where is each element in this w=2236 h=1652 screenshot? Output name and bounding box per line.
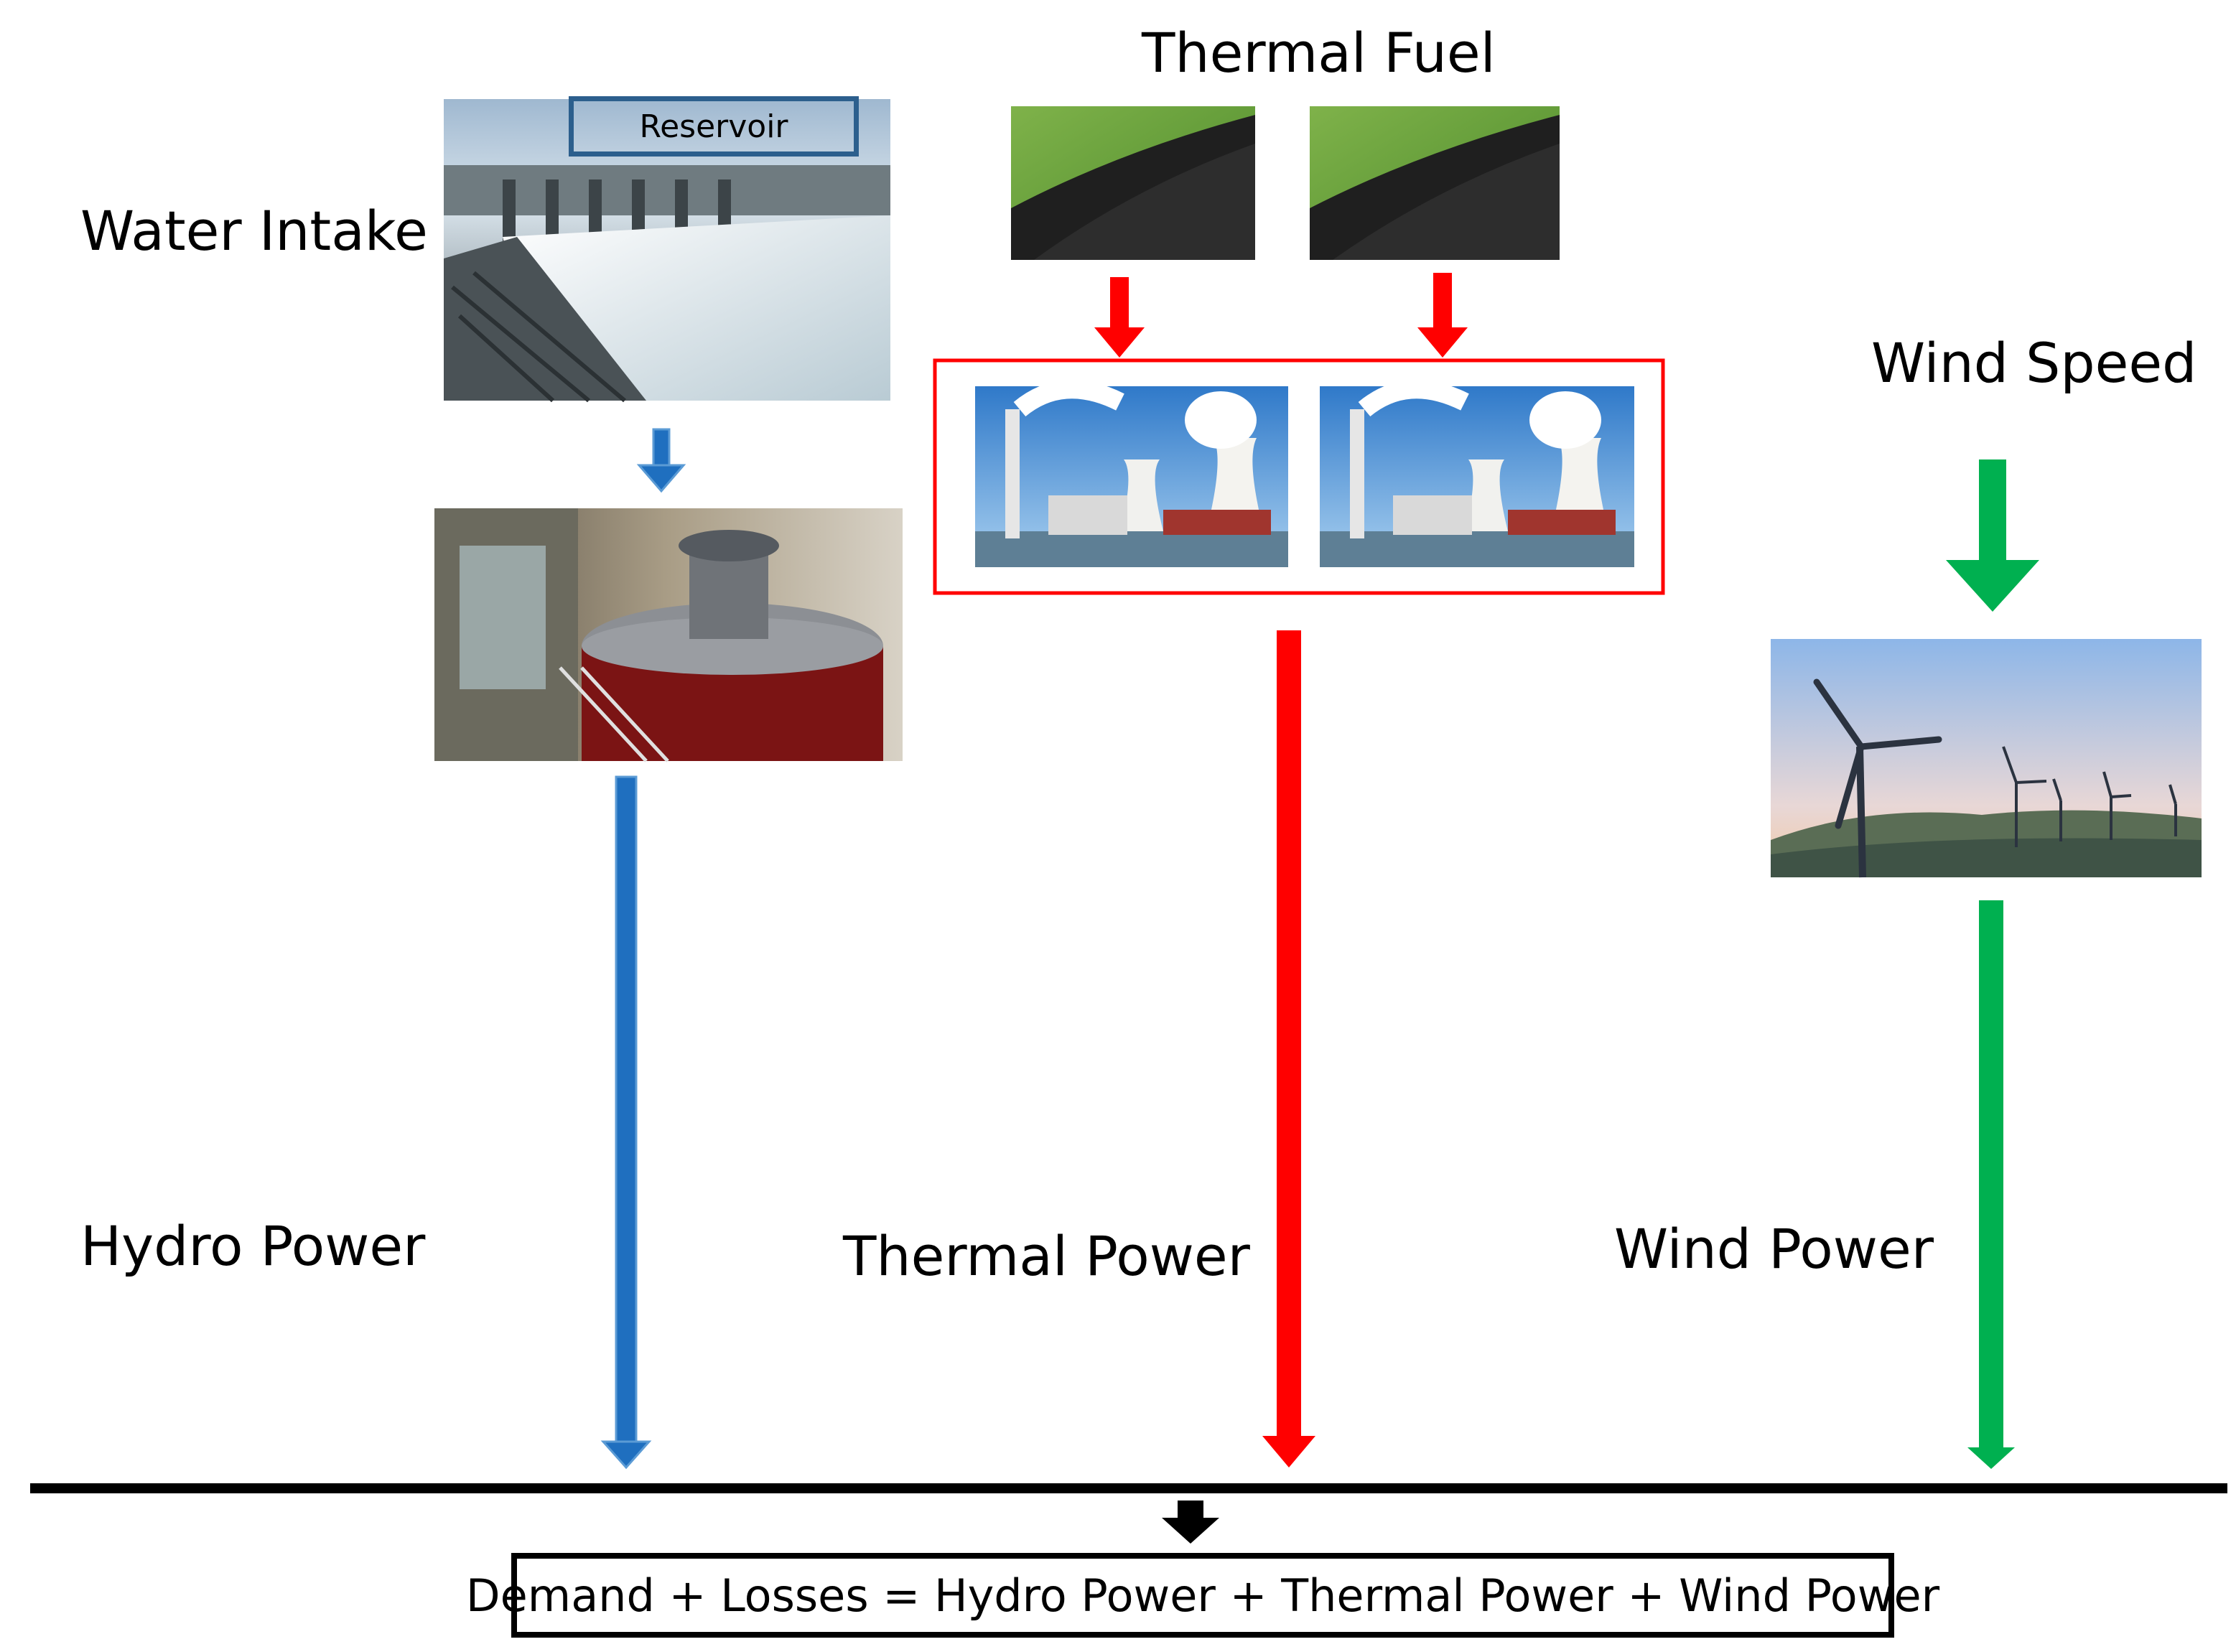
hydro-turbine-photo [434,508,903,762]
wind-speed-arrow [1946,459,2039,612]
water-intake-photo [444,99,890,403]
coal-pile-photo-1 [1011,106,1255,260]
thermal-plant-photo-2 [1320,380,1634,567]
wind-power-label: Wind Power [1614,1217,1934,1281]
wind-speed-label: Wind Speed [1871,331,2197,395]
water-to-turbine-arrow [636,428,686,493]
fuel-to-plant-arrow-2 [1417,273,1468,358]
wind-farm-photo [1771,639,2202,878]
power-bus-line [30,1483,2227,1493]
thermal-fuel-label: Thermal Fuel [1142,21,1496,85]
reservoir-label: Reservoir [569,96,859,157]
coal-pile-photo-2 [1310,106,1560,260]
thermal-power-arrow [1262,630,1315,1467]
thermal-plant-photo-1 [975,380,1288,567]
balance-equation: Demand + Losses = Hydro Power + Thermal … [466,1553,1939,1638]
hydro-power-label: Hydro Power [80,1214,426,1278]
thermal-plant-group-border [933,358,1665,595]
thermal-power-label: Thermal Power [843,1224,1250,1288]
bus-to-equation-arrow [1162,1501,1219,1544]
fuel-to-plant-arrow-1 [1094,277,1145,358]
water-intake-label: Water Intake [80,199,428,263]
hydro-power-arrow [600,775,652,1470]
wind-power-arrow [1967,900,2015,1469]
